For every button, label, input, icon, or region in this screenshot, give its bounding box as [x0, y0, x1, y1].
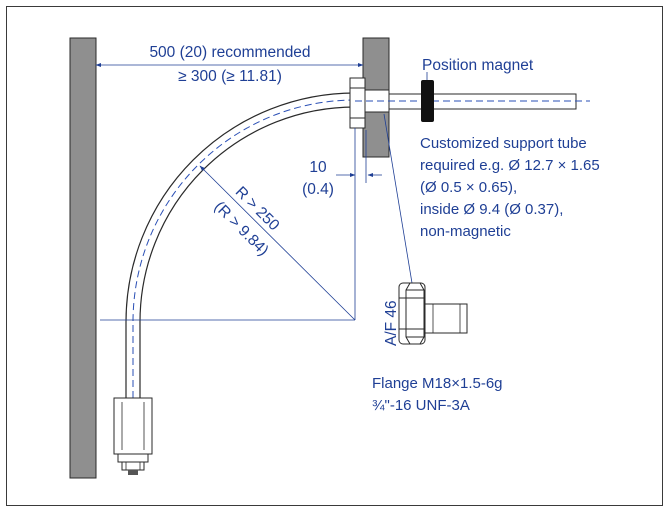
tube-label-line-2: required e.g. Ø 12.7 × 1.65: [420, 157, 600, 174]
gap-label: 10: [309, 159, 327, 176]
flange-label-line-1: Flange M18×1.5-6g: [372, 375, 503, 392]
tube-centerline: [132, 99, 356, 398]
flange-detail: [398, 282, 468, 345]
left-wall: [69, 37, 97, 479]
tube-label-line-5: non-magnetic: [420, 223, 511, 240]
flange-hex: [349, 77, 366, 129]
support-tube-outer: [125, 92, 356, 398]
sensor-head: [113, 397, 153, 455]
spacing-min-label: ≥ 300 (≥ 11.81): [178, 68, 282, 85]
tube-label-line-3: (Ø 0.5 × 0.65),: [420, 179, 517, 196]
af-label: A/F 46: [383, 300, 400, 346]
magnet-label: Position magnet: [422, 57, 534, 74]
tube-label-line-4: inside Ø 9.4 (Ø 0.37),: [420, 201, 563, 218]
gap-inch-label: (0.4): [302, 181, 334, 198]
position-magnet: [421, 80, 434, 122]
support-tube-inner: [139, 106, 356, 398]
radius-arrow-line: [199, 165, 356, 321]
flange-label-line-2: ¾"-16 UNF-3A: [372, 397, 470, 414]
tube-label-line-1: Customized support tube: [420, 135, 587, 152]
spacing-label: 500 (20) recommended: [149, 44, 310, 61]
tube-leader: [383, 113, 413, 284]
